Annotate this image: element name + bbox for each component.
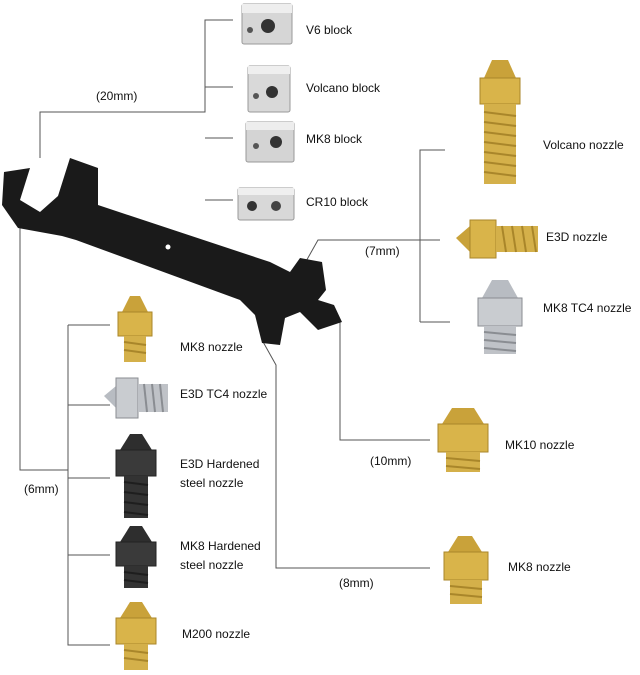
label-v6-block: V6 block [306,23,353,37]
label-e3d-hardened-line1: E3D Hardened [180,457,260,471]
connector-6mm [19,228,110,646]
mk8-hardened-nozzle-image [115,526,157,588]
connector-7mm [299,149,450,323]
dimension-8mm: (8mm) [339,576,374,590]
mk8-nozzle-right-image [443,536,489,604]
e3d-hardened-nozzle-image [115,434,157,518]
label-e3d-nozzle: E3D nozzle [546,230,608,244]
label-mk8-hardened-nozzle: MK8 Hardened steel nozzle [180,538,261,573]
label-m200-nozzle: M200 nozzle [182,627,251,641]
label-mk8-nozzle-left: MK8 nozzle [180,340,243,354]
mk10-nozzle-image [437,408,489,472]
label-e3d-tc4-nozzle: E3D TC4 nozzle [180,387,268,401]
dimension-20mm: (20mm) [96,89,138,103]
label-e3d-hardened-line2: steel nozzle [180,476,244,491]
dimension-7mm: (7mm) [365,244,400,258]
mk8-tc4-nozzle-image [477,280,523,354]
connector-8mm [261,339,430,569]
mk8-block-image [245,121,295,163]
label-mk10-nozzle: MK10 nozzle [505,438,575,452]
v6-block-image [241,3,293,45]
connector-lines [19,19,450,646]
mk8-nozzle-left-image [117,296,153,362]
label-mk8-hardened-line2: steel nozzle [180,558,244,573]
label-mk8-hardened-line1: MK8 Hardened [180,539,261,553]
connector-20mm [39,19,233,201]
wrench-tool [2,158,342,345]
label-mk8-block: MK8 block [306,132,363,146]
m200-nozzle-image [115,602,157,670]
label-mk8-tc4-nozzle: MK8 TC4 nozzle [543,301,632,315]
label-volcano-nozzle: Volcano nozzle [543,138,624,152]
dimension-6mm: (6mm) [24,482,59,496]
label-cr10-block: CR10 block [306,195,369,209]
volcano-nozzle-image [479,60,521,184]
label-mk8-nozzle-right: MK8 nozzle [508,560,571,574]
e3d-tc4-nozzle-image [104,377,168,419]
wrench-hole [165,244,171,250]
cr10-block-image [237,187,295,221]
label-e3d-hardened-nozzle: E3D Hardened steel nozzle [180,456,259,491]
e3d-nozzle-image [456,219,538,259]
label-volcano-block: Volcano block [306,81,381,95]
volcano-block-image [247,65,291,113]
dimension-10mm: (10mm) [370,454,412,468]
connector-10mm [322,321,430,441]
